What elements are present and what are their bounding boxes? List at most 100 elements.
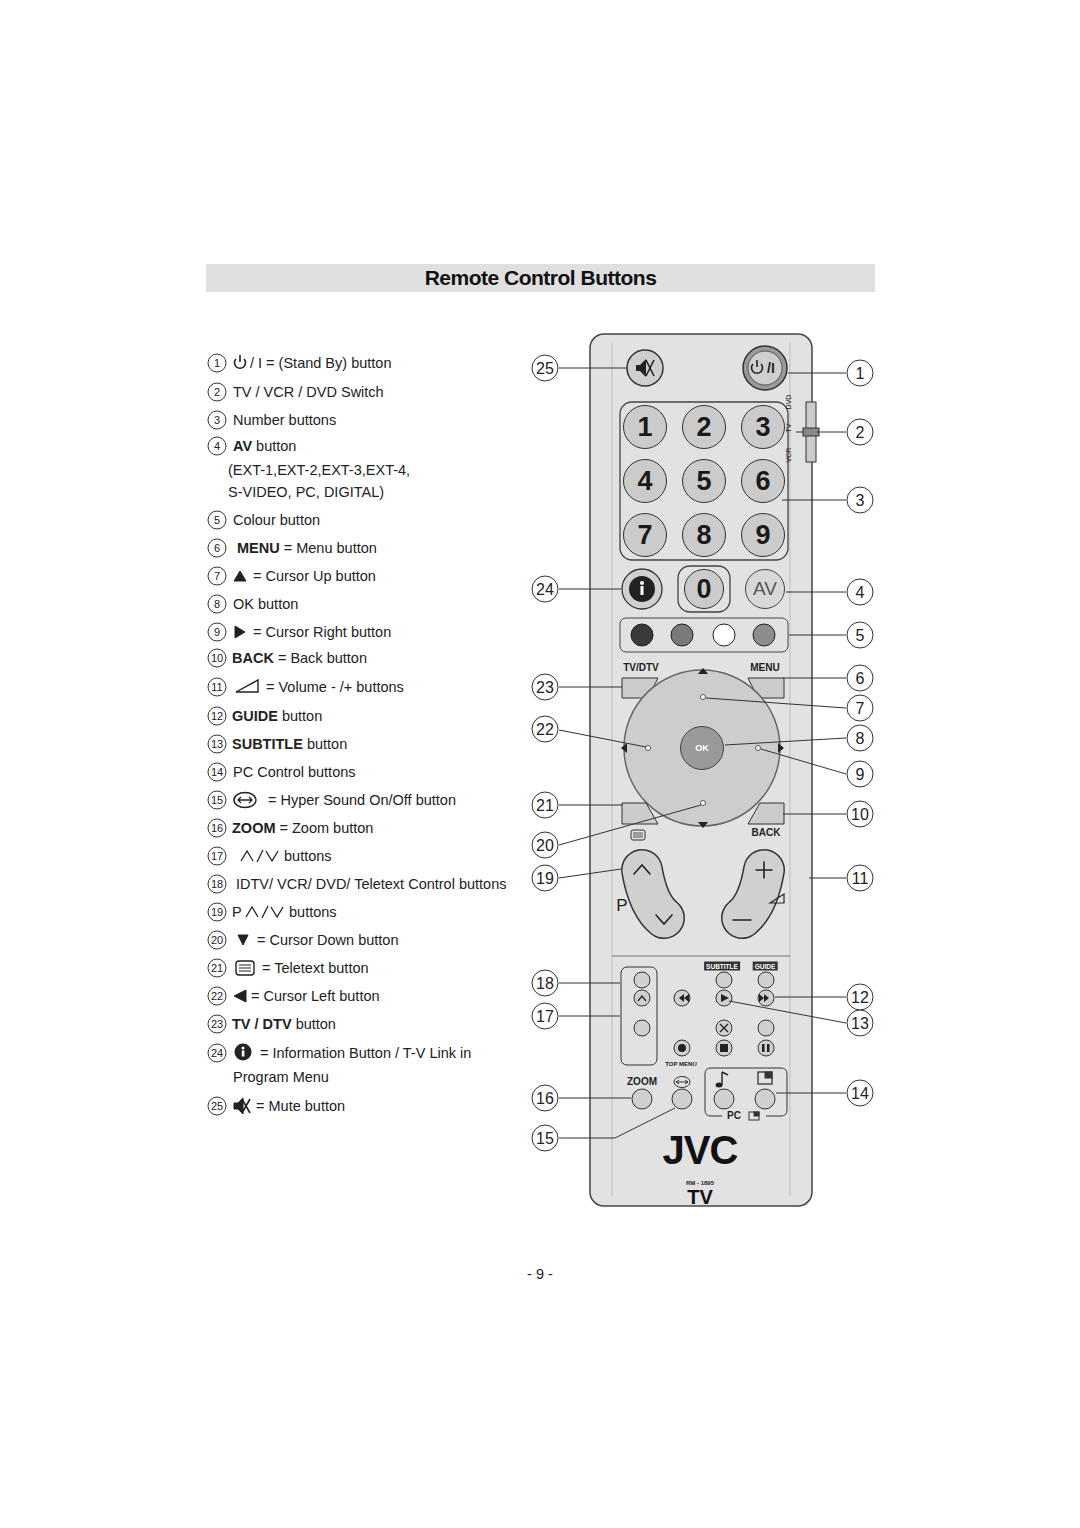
list-number: 12 bbox=[208, 707, 227, 726]
list-text: = Zoom button bbox=[280, 820, 374, 837]
remote-body bbox=[612, 956, 790, 957]
title-band: Remote Control Buttons bbox=[206, 264, 875, 292]
list-icons bbox=[239, 355, 241, 362]
remote-button: 5 bbox=[682, 459, 726, 503]
list-number: 3 bbox=[208, 411, 227, 430]
list-number: 14 bbox=[208, 763, 227, 782]
button-tag: GUIDE bbox=[753, 962, 778, 971]
list-number: 1 bbox=[208, 354, 227, 373]
control-panel bbox=[759, 994, 769, 1002]
button-text: 9 bbox=[755, 520, 770, 551]
list-number: 6 bbox=[208, 539, 227, 558]
power-button bbox=[756, 360, 758, 367]
rocker-buttons bbox=[742, 870, 764, 918]
button-text: 1 bbox=[637, 412, 652, 443]
list-icons bbox=[234, 1098, 243, 1114]
callout-number: 5 bbox=[847, 622, 874, 649]
zoom-pc-area bbox=[674, 1077, 690, 1088]
colour-buttons bbox=[631, 624, 653, 646]
callout-number: 2 bbox=[847, 419, 874, 446]
control-panel bbox=[758, 972, 774, 988]
list-text: P bbox=[232, 904, 242, 921]
colour-buttons bbox=[620, 618, 788, 652]
list-text: button bbox=[256, 438, 296, 455]
list-text: Colour button bbox=[233, 512, 320, 529]
zoom-pc-area bbox=[755, 1089, 775, 1109]
button-tag: SUBTITLE bbox=[704, 962, 740, 971]
rocker-buttons bbox=[770, 894, 784, 903]
list-keyword: SUBTITLE bbox=[232, 736, 303, 753]
switch-label: TV bbox=[785, 424, 793, 433]
callout-number: 1 bbox=[847, 360, 874, 387]
info-button bbox=[641, 586, 644, 595]
button-label: PC bbox=[727, 1110, 741, 1122]
navigation-pad bbox=[646, 746, 651, 751]
model-label: TV bbox=[687, 1186, 713, 1209]
button-label: P bbox=[616, 896, 627, 916]
list-icons bbox=[236, 961, 254, 975]
leader-lines bbox=[559, 368, 846, 1138]
control-panel bbox=[634, 1020, 650, 1036]
list-number: 10 bbox=[208, 649, 227, 668]
navigation-pad bbox=[646, 695, 761, 806]
navigation-pad bbox=[621, 668, 784, 828]
callout-number: 13 bbox=[847, 1010, 874, 1037]
colour-buttons bbox=[753, 624, 775, 646]
button-text: 0 bbox=[696, 574, 711, 605]
remote-button: 8 bbox=[682, 513, 726, 557]
callout-number: 25 bbox=[532, 355, 559, 382]
list-icons bbox=[238, 797, 252, 803]
switch-label: DVD bbox=[785, 395, 793, 410]
button-text: OK bbox=[695, 743, 709, 753]
list-text: = Cursor Right button bbox=[253, 624, 391, 641]
list-keyword: TV / DTV bbox=[232, 1016, 292, 1033]
button-text: 2 bbox=[696, 412, 711, 443]
colour-buttons bbox=[713, 624, 735, 646]
navigation-pad bbox=[622, 803, 658, 824]
list-icons bbox=[234, 793, 256, 808]
colour-buttons bbox=[671, 624, 693, 646]
page-number: - 9 - bbox=[527, 1266, 553, 1283]
list-text: = Cursor Down button bbox=[257, 932, 398, 949]
list-text: buttons bbox=[284, 848, 332, 865]
button-text: 5 bbox=[696, 466, 711, 497]
zoom-pc-area bbox=[632, 1089, 652, 1109]
zoom-pc-area bbox=[758, 1072, 772, 1084]
rocker-buttons bbox=[634, 865, 672, 924]
list-icons bbox=[235, 626, 245, 638]
list-text: = Cursor Up button bbox=[253, 568, 376, 585]
remote-button: 1 bbox=[623, 405, 667, 449]
ok-button: OK bbox=[680, 726, 724, 770]
list-text: button bbox=[296, 1016, 336, 1033]
list-number: 7 bbox=[208, 567, 227, 586]
info-button bbox=[622, 569, 662, 609]
list-text: = Mute button bbox=[256, 1098, 345, 1115]
list-number: 21 bbox=[208, 959, 227, 978]
remote-button: 0 bbox=[684, 569, 724, 609]
remote-body bbox=[590, 334, 812, 1206]
list-number: 4 bbox=[208, 437, 227, 456]
remote-body bbox=[612, 342, 613, 1196]
control-panel bbox=[762, 1044, 765, 1052]
zoom-pc-area bbox=[672, 1089, 692, 1109]
list-text: = Hyper Sound On/Off button bbox=[268, 792, 456, 809]
list-icons bbox=[236, 680, 258, 692]
rocker-buttons bbox=[642, 870, 664, 918]
mute-button bbox=[627, 350, 663, 386]
callout-number: 20 bbox=[532, 832, 559, 859]
list-text: TV / VCR / DVD Switch bbox=[233, 384, 384, 401]
navigation-pad bbox=[624, 670, 780, 826]
zoom-pc-area bbox=[632, 1068, 787, 1120]
remote-button: 7 bbox=[623, 513, 667, 557]
power-button bbox=[748, 351, 782, 385]
list-text: = Teletext button bbox=[262, 960, 369, 977]
list-icons bbox=[238, 935, 248, 945]
control-panel bbox=[716, 972, 732, 988]
callout-number: 22 bbox=[532, 716, 559, 743]
control-panel bbox=[621, 967, 774, 1065]
zoom-pc-area bbox=[676, 1080, 688, 1084]
navigation-pad bbox=[748, 803, 784, 824]
callout-number: 3 bbox=[847, 487, 874, 514]
list-keyword: MENU bbox=[237, 540, 280, 557]
